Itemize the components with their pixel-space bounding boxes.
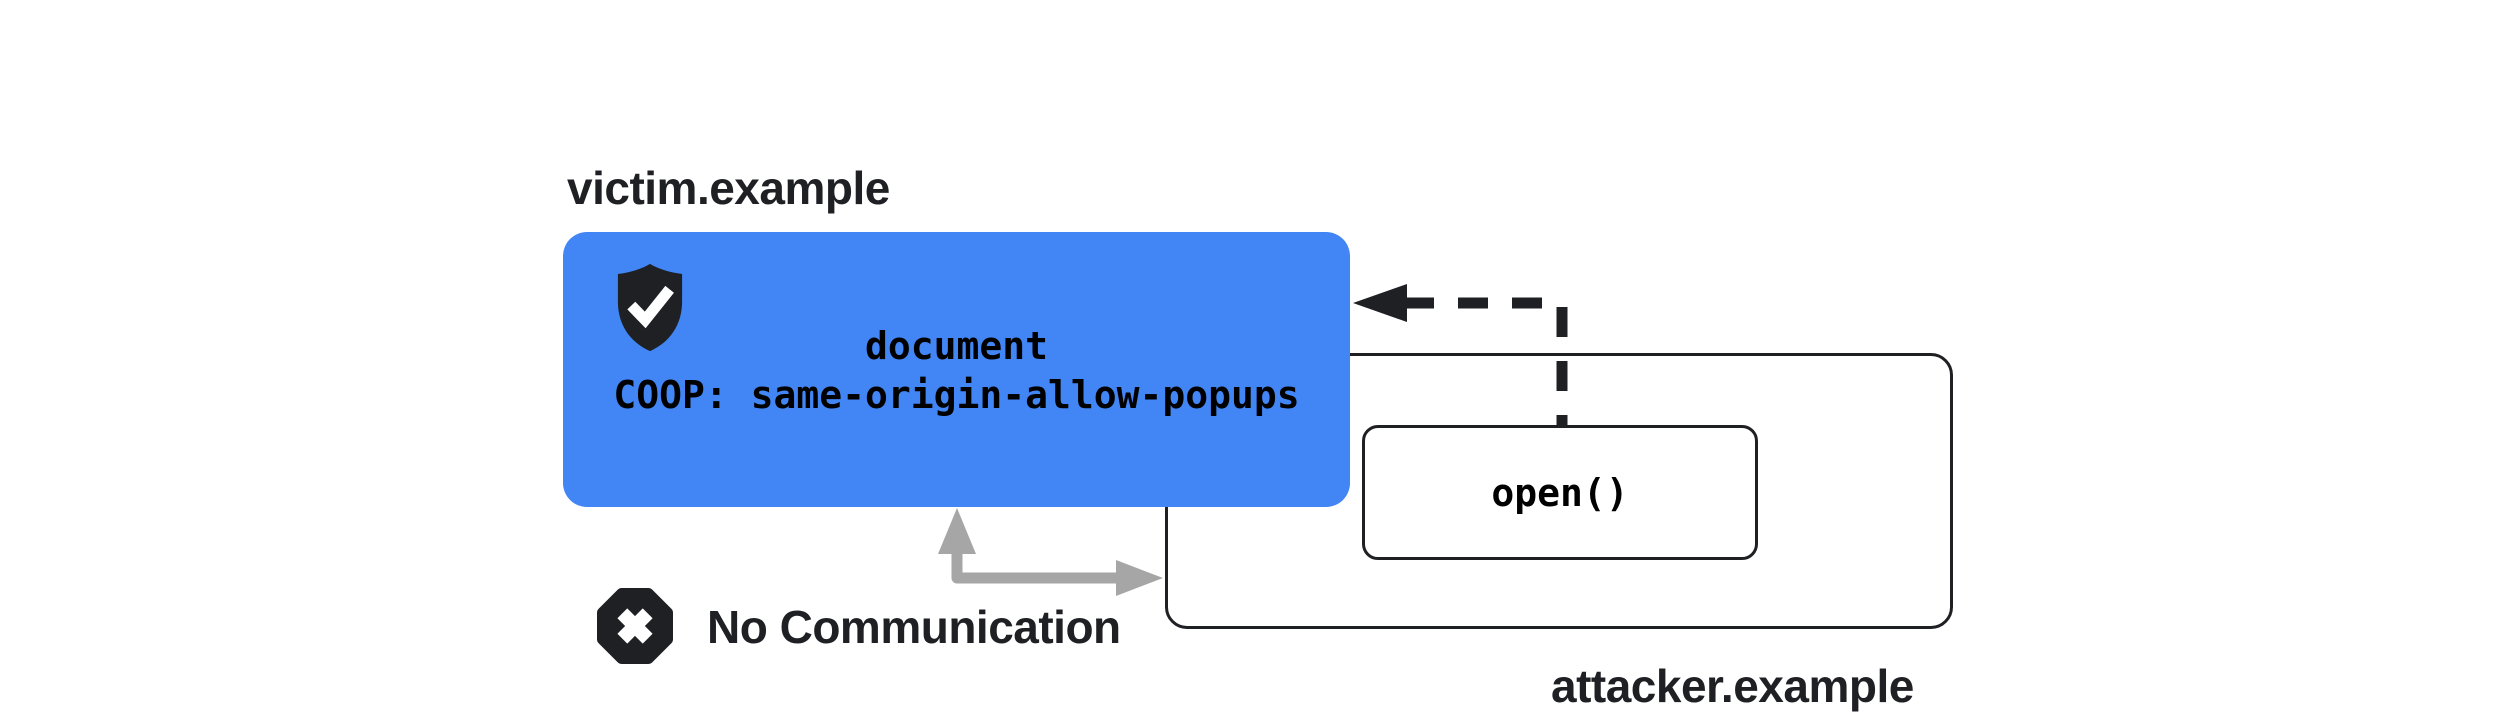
document-label: document: [864, 324, 1049, 368]
victim-document-text: document COOP: same-origin-allow-popups: [563, 322, 1350, 420]
popup-open-arrowhead: [1353, 284, 1407, 322]
coop-header-label: COOP: same-origin-allow-popups: [613, 373, 1300, 417]
no-communication-right-arrowhead: [1116, 560, 1163, 596]
open-call-box: open(): [1362, 425, 1758, 560]
x-glyph: [617, 608, 653, 644]
no-communication-up-arrowhead: [938, 508, 976, 554]
victim-domain-label: victim.example: [567, 162, 890, 214]
attacker-domain-label: attacker.example: [1551, 660, 1914, 712]
no-communication-label: No Communication: [707, 601, 1121, 653]
victim-document-box: document COOP: same-origin-allow-popups: [563, 232, 1350, 507]
x-octagon-icon: [597, 588, 673, 664]
open-call-label: open(): [1491, 470, 1629, 515]
shield-checkmark: [627, 285, 674, 329]
shield-check-icon: [617, 263, 683, 352]
no-communication-line: [951, 552, 1118, 584]
